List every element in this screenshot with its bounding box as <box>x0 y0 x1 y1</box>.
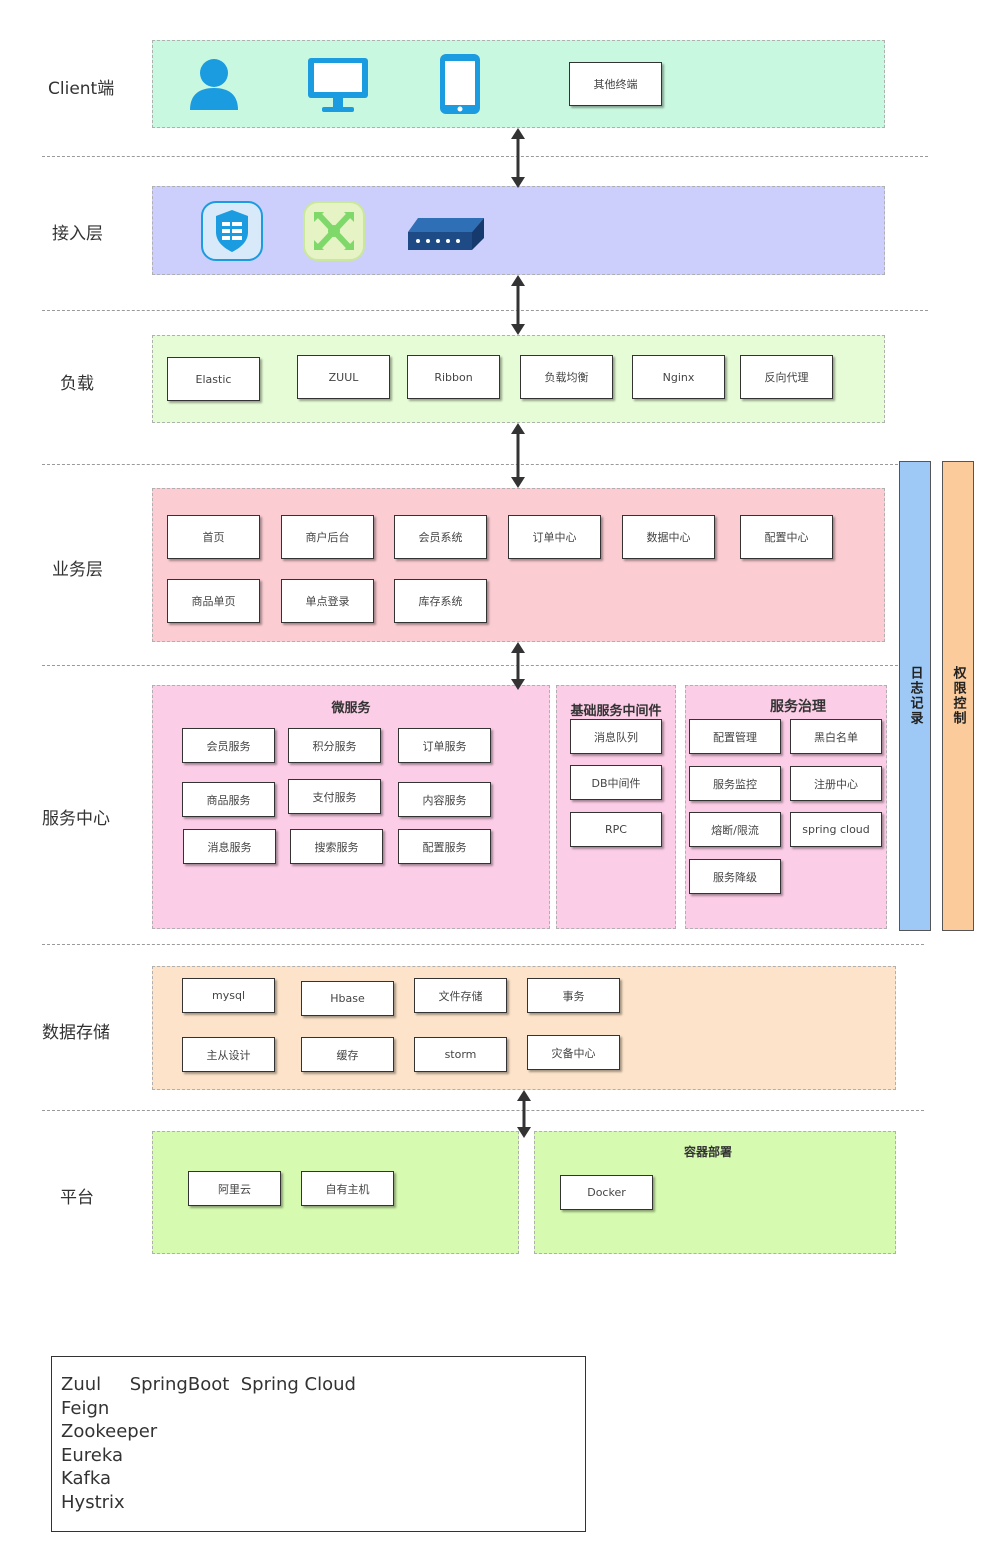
business-panel <box>152 488 885 642</box>
router-device-icon <box>408 218 484 250</box>
governance-item: 服务监控 <box>689 766 781 801</box>
governance-title: 服务治理 <box>770 699 826 715</box>
load-item: ZUUL <box>297 355 390 399</box>
load-item: Ribbon <box>407 355 500 399</box>
user-icon <box>190 59 238 110</box>
other-terminal-box: 其他终端 <box>569 62 662 106</box>
log-record-label: 日志记录 <box>907 666 923 726</box>
platform-item: 阿里云 <box>188 1171 281 1206</box>
governance-item: 黑白名单 <box>790 719 882 754</box>
governance-item: spring cloud <box>790 812 882 847</box>
double-arrow <box>511 642 525 690</box>
tech-notes-line: Feign <box>61 1397 110 1419</box>
governance-item: 熔断/限流 <box>689 812 781 847</box>
load-item: 反向代理 <box>740 355 833 399</box>
separator <box>42 1110 924 1111</box>
business-item: 订单中心 <box>508 515 601 559</box>
microservice-item: 支付服务 <box>288 779 381 814</box>
tech-notes-box: Zuul SpringBoot Spring Cloud Feign Zooke… <box>51 1356 586 1532</box>
layer-label-platform: 平台 <box>60 1188 94 1208</box>
double-arrow <box>511 128 525 188</box>
microservice-item: 内容服务 <box>398 782 491 817</box>
separator <box>42 464 898 465</box>
microservice-item: 订单服务 <box>398 728 491 763</box>
tech-notes-line: Kafka <box>61 1468 111 1489</box>
storage-item: 事务 <box>527 978 620 1013</box>
governance-item: 注册中心 <box>790 766 882 801</box>
business-item: 商品单页 <box>167 579 260 623</box>
business-item: 首页 <box>167 515 260 559</box>
business-item: 库存系统 <box>394 579 487 623</box>
layer-label-service: 服务中心 <box>42 809 110 829</box>
storage-item: Hbase <box>301 981 394 1016</box>
governance-item: 服务降级 <box>689 859 781 894</box>
double-arrow <box>517 1090 531 1138</box>
storage-item: 灾备中心 <box>527 1035 620 1070</box>
storage-item: storm <box>414 1037 507 1072</box>
storage-item: 主从设计 <box>182 1037 275 1072</box>
storage-item: mysql <box>182 978 275 1013</box>
log-record-bar: 日志记录 <box>899 461 931 931</box>
platform-item: 自有主机 <box>301 1171 394 1206</box>
tech-notes-line: Eureka <box>61 1444 123 1466</box>
container-item: Docker <box>560 1175 653 1210</box>
storage-panel <box>152 966 896 1090</box>
client-panel <box>152 40 885 128</box>
separator <box>42 944 924 945</box>
double-arrow <box>511 275 525 335</box>
layer-label-business: 业务层 <box>52 560 103 580</box>
mobile-phone-icon <box>440 54 480 114</box>
middleware-item: RPC <box>570 812 662 847</box>
load-item: Nginx <box>632 355 725 399</box>
load-item: Elastic <box>167 357 260 401</box>
middleware-title: 基础服务中间件 <box>570 704 662 719</box>
separator <box>42 156 928 157</box>
double-arrow <box>511 423 525 488</box>
microservice-item: 会员服务 <box>182 728 275 763</box>
layer-label-access: 接入层 <box>52 224 103 244</box>
layer-label-client: Client端 <box>48 79 115 99</box>
business-item: 商户后台 <box>281 515 374 559</box>
microservice-item: 积分服务 <box>288 728 381 763</box>
storage-item: 缓存 <box>301 1037 394 1072</box>
microservice-item: 配置服务 <box>398 829 491 864</box>
layer-label-load: 负载 <box>60 374 94 394</box>
middleware-item: DB中间件 <box>570 765 662 800</box>
access-control-label: 权限控制 <box>950 666 966 726</box>
microservice-item: 消息服务 <box>183 829 276 864</box>
network-switch-icon <box>303 201 365 261</box>
container-deploy-title: 容器部署 <box>683 1145 732 1159</box>
tech-notes-line: Hystrix <box>61 1491 125 1513</box>
separator <box>42 310 928 311</box>
business-item: 单点登录 <box>281 579 374 623</box>
business-item: 配置中心 <box>740 515 833 559</box>
microservice-title: 微服务 <box>331 701 371 716</box>
governance-item: 配置管理 <box>689 719 781 754</box>
business-item: 数据中心 <box>622 515 715 559</box>
separator <box>42 665 898 666</box>
firewall-shield-icon <box>201 201 263 261</box>
tech-notes-line: Zuul SpringBoot Spring Cloud <box>61 1374 356 1395</box>
business-item: 会员系统 <box>394 515 487 559</box>
layer-label-storage: 数据存储 <box>42 1023 110 1043</box>
microservice-item: 搜索服务 <box>290 829 383 864</box>
tech-notes-line: Zookeeper <box>61 1421 158 1442</box>
middleware-item: 消息队列 <box>570 719 662 754</box>
load-item: 负载均衡 <box>520 355 613 399</box>
microservice-item: 商品服务 <box>182 782 275 817</box>
access-control-bar: 权限控制 <box>942 461 974 931</box>
monitor-icon <box>308 58 368 112</box>
storage-item: 文件存储 <box>414 978 507 1013</box>
access-panel <box>152 186 885 275</box>
